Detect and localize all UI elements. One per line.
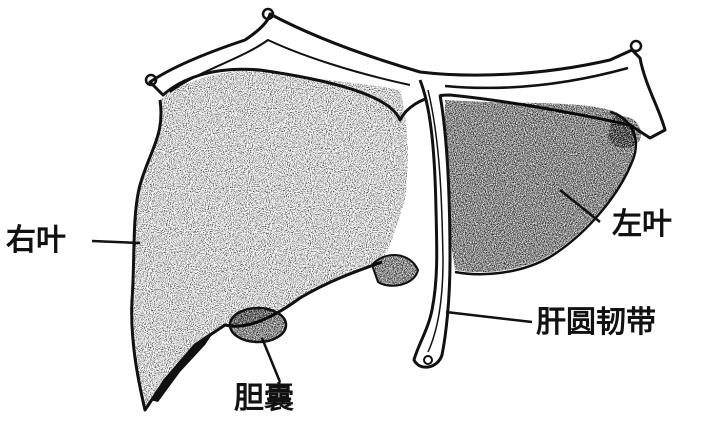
leader-gallbladder: [262, 338, 280, 382]
quadrate-bulge: [372, 255, 418, 286]
label-gallbladder: 胆囊: [234, 384, 294, 414]
gallbladder: [230, 308, 286, 342]
label-round-ligament: 肝圆韧带: [536, 308, 656, 338]
round-ligament: [414, 80, 450, 367]
leader-round-ligament: [446, 312, 532, 322]
label-right-lobe: 右叶: [6, 226, 66, 256]
left-lobe: [445, 100, 641, 274]
label-left-lobe: 左叶: [612, 210, 672, 240]
